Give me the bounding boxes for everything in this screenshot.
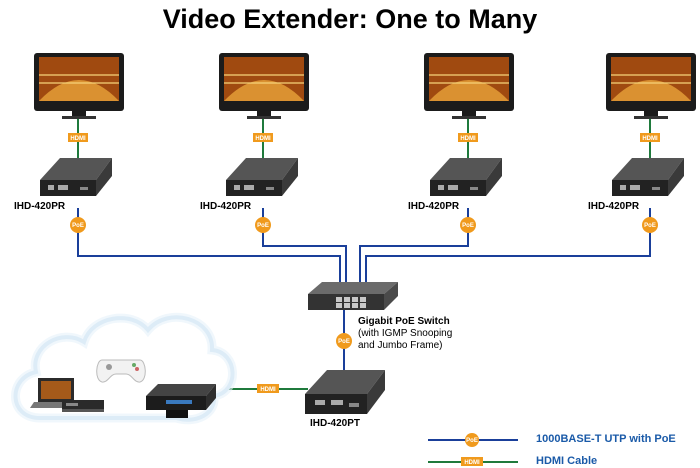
poe-badge-2: PoE <box>255 217 271 233</box>
receiver-device-2 <box>226 158 298 196</box>
receiver-label-4: IHD-420PR <box>588 201 640 212</box>
monitor-3 <box>424 53 514 119</box>
hdmi-badge-4: HDMI <box>640 133 660 142</box>
svg-text:PoE: PoE <box>466 438 478 444</box>
poe-badge-4: PoE <box>642 217 658 233</box>
poe-switch-device <box>308 282 398 310</box>
svg-text:HDMI: HDMI <box>255 136 271 142</box>
laptop-icon <box>30 378 82 408</box>
transmitter-device <box>305 370 385 414</box>
receiver-label-2: IHD-420PR <box>200 201 252 212</box>
legend-poe-badge: PoE <box>465 433 479 447</box>
svg-text:HDMI: HDMI <box>642 136 658 142</box>
switch-name: Gigabit PoE Switch <box>358 316 450 327</box>
utp-line-rx2 <box>262 208 347 284</box>
monitor-1 <box>34 53 124 119</box>
switch-label: Gigabit PoE Switch (with IGMP Snooping a… <box>358 316 452 352</box>
svg-text:PoE: PoE <box>644 223 656 229</box>
receiver-label-3: IHD-420PR <box>408 201 460 212</box>
media-player-icon <box>146 384 216 418</box>
receiver-device-1 <box>40 158 112 196</box>
poe-badge-1: PoE <box>70 217 86 233</box>
svg-text:PoE: PoE <box>338 339 350 345</box>
poe-badge-3: PoE <box>460 217 476 233</box>
monitor-2 <box>219 53 309 119</box>
svg-text:PoE: PoE <box>462 223 474 229</box>
svg-text:PoE: PoE <box>72 223 84 229</box>
game-controller-icon <box>96 359 146 383</box>
svg-text:HDMI: HDMI <box>460 136 476 142</box>
receiver-device-4 <box>612 158 684 196</box>
switch-feature-1: (with IGMP Snooping <box>358 328 453 339</box>
svg-text:HDMI: HDMI <box>70 136 86 142</box>
legend-utp-text: 1000BASE-T UTP with PoE <box>536 433 676 445</box>
svg-text:PoE: PoE <box>257 223 269 229</box>
switch-feature-2: and Jumbo Frame) <box>358 340 443 351</box>
legend-hdmi-badge: HDMI <box>461 457 483 466</box>
svg-text:HDMI: HDMI <box>260 387 276 393</box>
svg-text:HDMI: HDMI <box>464 460 480 466</box>
hdmi-badge-3: HDMI <box>458 133 478 142</box>
hdmi-badge-2: HDMI <box>253 133 273 142</box>
legend-hdmi-text: HDMI Cable <box>536 455 598 467</box>
hdmi-badge-1: HDMI <box>68 133 88 142</box>
transmitter-label: IHD-420PT <box>310 418 361 429</box>
poe-badge-switch: PoE <box>336 333 352 349</box>
set-top-box-icon <box>62 400 104 412</box>
hdmi-badge-source: HDMI <box>257 384 279 393</box>
utp-line-rx3 <box>359 208 469 284</box>
receiver-label-1: IHD-420PR <box>14 201 66 212</box>
diagram-title: Video Extender: One to Many <box>162 4 538 34</box>
monitor-4 <box>606 53 696 119</box>
receiver-device-3 <box>430 158 502 196</box>
